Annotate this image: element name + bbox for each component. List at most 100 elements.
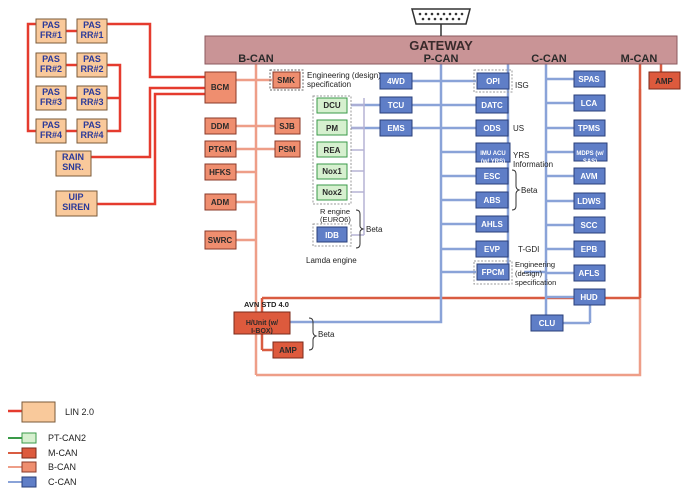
legend-ccan-label: C-CAN [48,477,77,487]
dcu-label: DCU [323,101,341,110]
mdps-label: MDPS (w/SAS) [576,151,604,165]
ems-box: EMS [379,119,413,137]
ccan-wires [290,44,592,325]
nox1-label: Nox1 [322,167,342,176]
gateway-title: GATEWAY [409,38,473,53]
idb-label: IDB [325,231,339,240]
tpms-box: TPMS [573,119,606,137]
hunit-beta-brace [308,317,318,351]
ahls-label: AHLS [481,220,503,229]
hud-label: HUD [580,293,598,302]
psm-box: PSM [274,140,301,158]
nox2-box: Nox2 [316,184,348,201]
sjb-box: SJB [274,117,301,135]
idb-brace [355,209,365,249]
rea-label: REA [324,146,341,155]
abs-box: ABS [475,191,509,209]
legend: LIN 2.0 PT-CAN2 M-CAN B-CAN C-CAN [8,401,94,488]
datc-label: DATC [481,101,503,110]
ddm-label: DDM [211,122,230,131]
isg-note: ISG [515,81,529,90]
idb-beta-note: Beta [366,225,383,234]
epb-label: EPB [581,245,598,254]
legend-ptcan2: PT-CAN2 [8,432,86,444]
ptgm-box: PTGM [204,140,237,158]
afls-box: AFLS [573,264,606,282]
rea-box: REA [316,141,348,158]
hunit-beta-note: Beta [318,330,335,339]
pm-box: PM [316,119,348,136]
spas-label: SPAS [578,75,600,84]
dcu-box: DCU [316,97,348,114]
opi-box: OPI [476,72,510,90]
ahls-box: AHLS [475,215,509,233]
legend-mcan: M-CAN [8,447,78,459]
epb-box: EPB [573,240,606,258]
tcu-box: TCU [379,96,413,114]
ccan-beta-brace [511,169,521,211]
bus-label-ccan: C-CAN [531,53,566,65]
legend-ptcan2-label: PT-CAN2 [48,433,86,443]
t-gdi-note: T-GDI [518,245,539,254]
opi-frame [473,69,513,93]
ptcan2-wires [351,98,365,236]
clu-label: CLU [539,319,556,328]
ods-box: ODS [475,119,509,137]
amp-bottom-label: AMP [279,346,297,355]
ods-label: ODS [483,124,501,133]
tpms-label: TPMS [578,124,601,133]
sjb-label: SJB [279,122,295,131]
amp-right-box: AMP [648,71,681,90]
avn-note: AVN STD 4.0 [244,300,289,309]
hunit-label: H/Unit (w/I-BOX) [246,320,278,335]
hunit-box: H/Unit (w/I-BOX) [233,311,291,335]
ccan-center-group: OPI DATC ODS IMU ACU(w/ YRS) ESC ABS AHL… [473,69,513,285]
scc-label: SCC [581,221,598,230]
esc-box: ESC [475,167,509,185]
lca-box: LCA [573,94,606,112]
scc-box: SCC [573,216,606,234]
bus-label-mcan: M-CAN [621,53,658,65]
swrc-box: SWRC [204,230,237,250]
legend-lin-label: LIN 2.0 [65,407,94,417]
bus-label-bcan: B-CAN [238,53,273,65]
afls-label: AFLS [579,269,601,278]
r-engine-note: R engine(EURO6) [320,207,351,224]
ldws-label: LDWS [577,197,601,206]
clu-box: CLU [530,314,564,332]
imu-acu-box: IMU ACU(w/ YRS) [475,142,511,165]
4wd-box: 4WD [379,72,413,90]
evp-label: EVP [484,245,501,254]
smk-label: SMK [277,76,295,85]
lamda-note: Lamda engine [306,256,357,265]
legend-bcan-label: B-CAN [48,462,76,472]
obd-connector-icon [411,8,471,36]
hfks-label: HFKS [209,168,231,177]
spas-box: SPAS [573,70,606,88]
ems-label: EMS [387,124,405,133]
gateway: GATEWAY B-CAN P-CAN C-CAN M-CAN [204,35,678,65]
legend-lin: LIN 2.0 [8,401,94,423]
mcan-module-group: AMP AVN STD 4.0 H/Unit (w/I-BOX) AMP [233,71,681,359]
lin-wires [26,22,205,206]
legend-mcan-label: M-CAN [48,448,78,458]
hfks-box: HFKS [204,163,237,181]
nox1-box: Nox1 [316,163,348,180]
